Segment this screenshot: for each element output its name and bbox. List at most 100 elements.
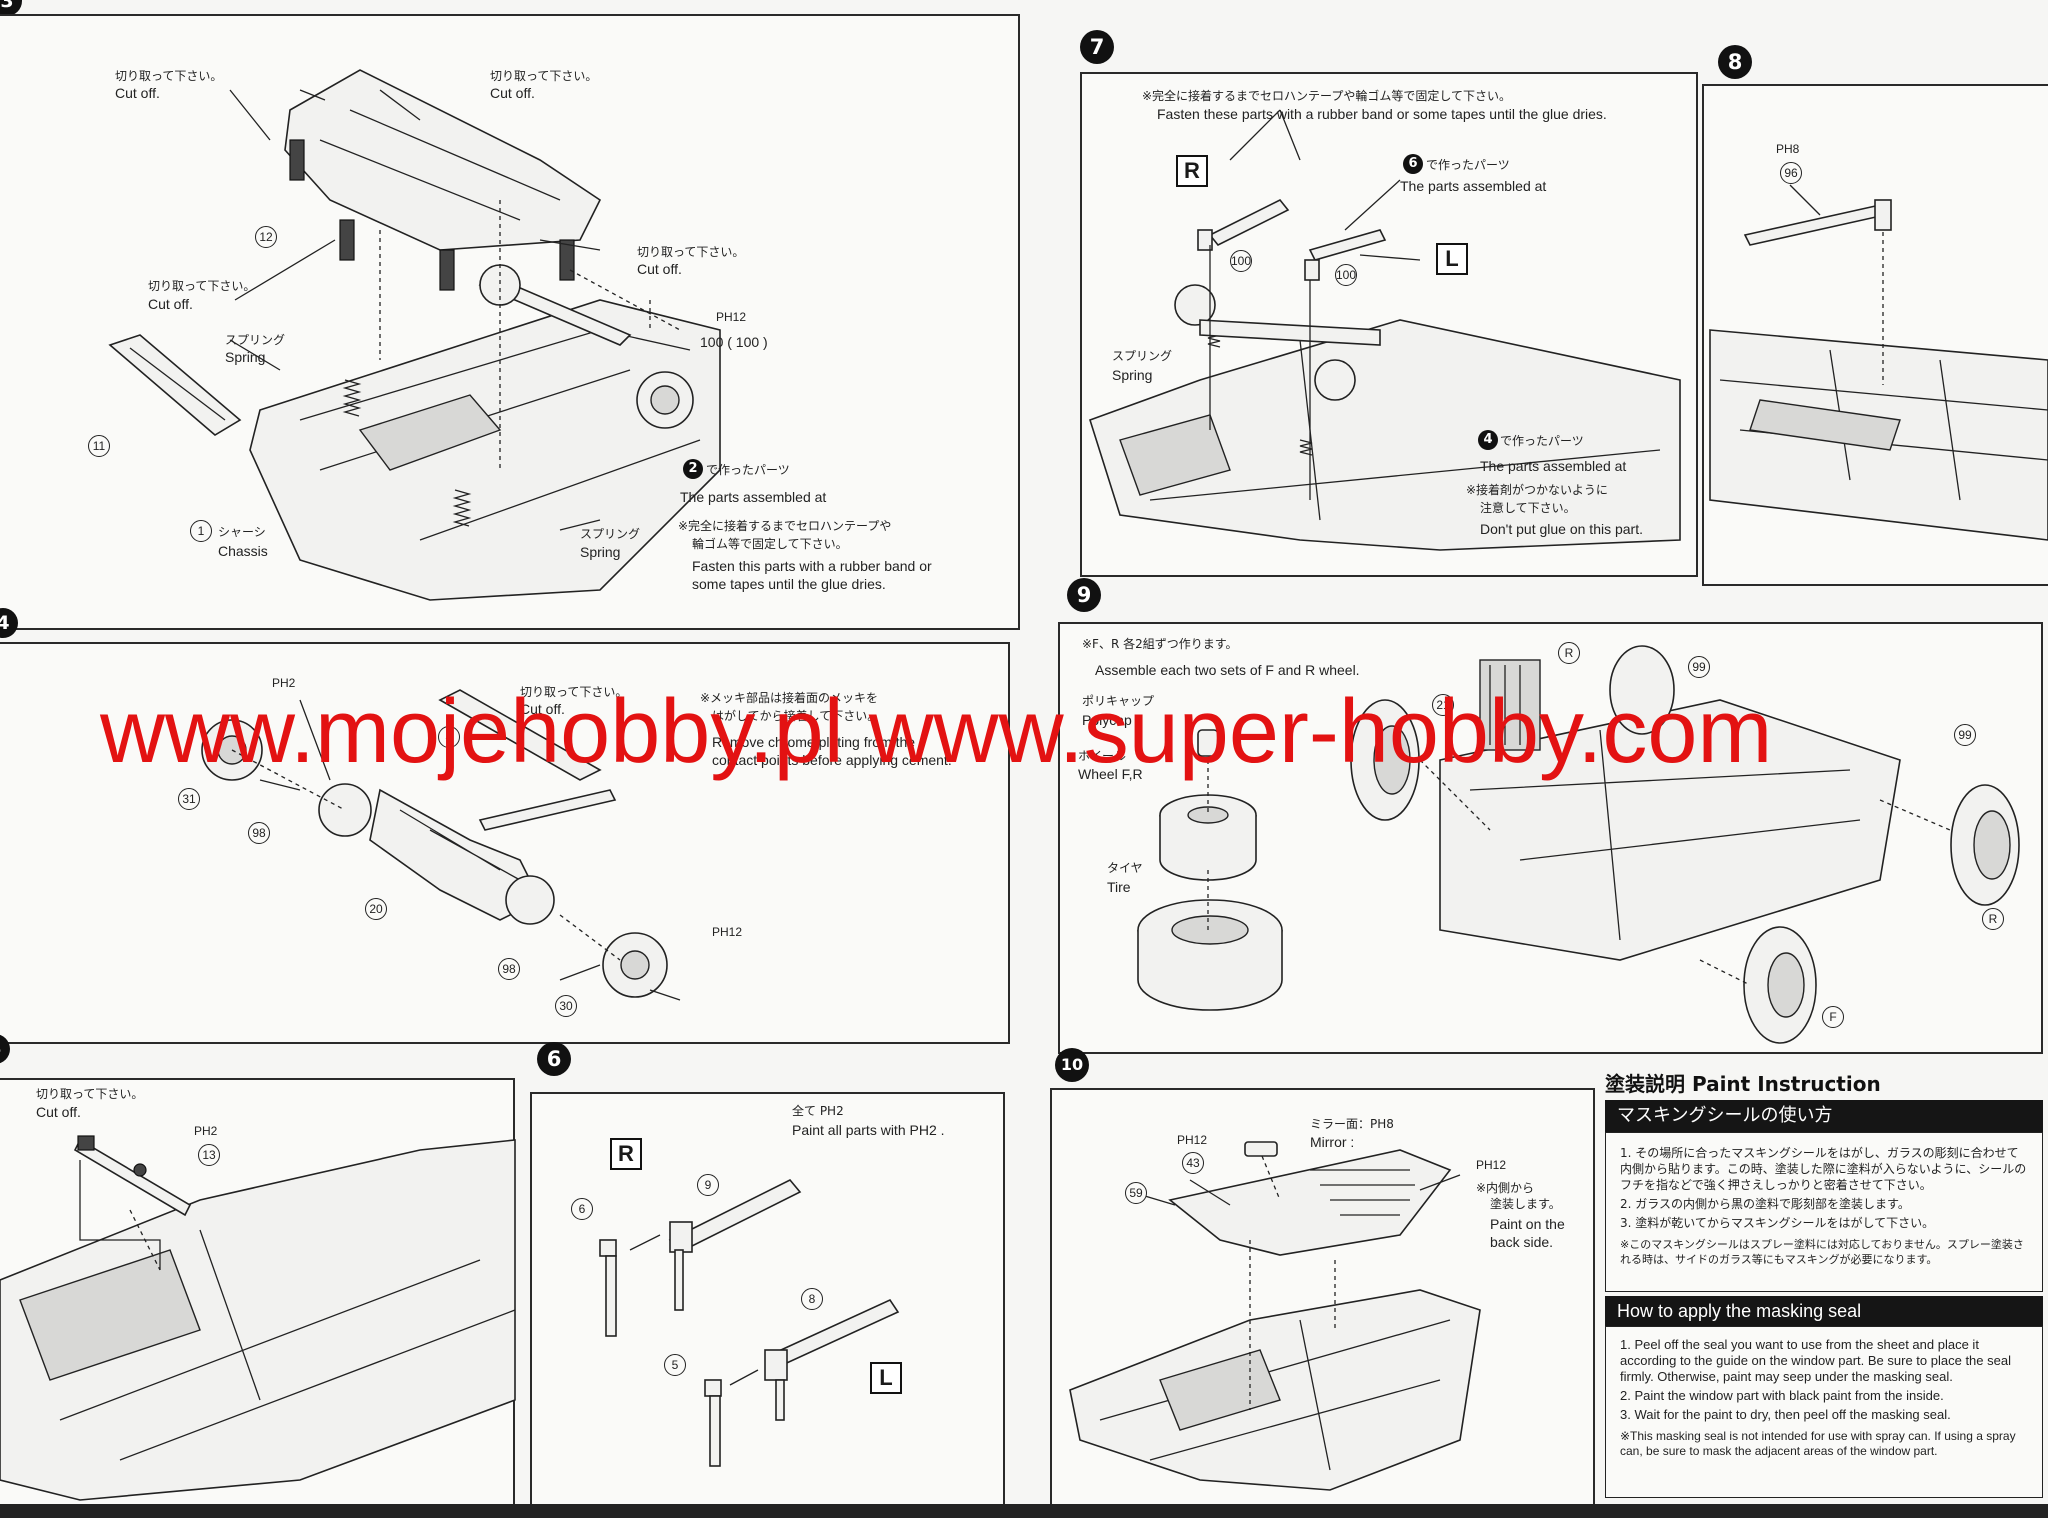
s10-ref-59: 59: [1125, 1182, 1147, 1204]
watermark-text: www.mojehobby.pl www.super-hobby.com: [100, 682, 1773, 782]
s3-fasten-jp-2: 輪ゴム等で固定して下さい。: [692, 537, 848, 551]
s9-ref-f: F: [1822, 1006, 1844, 1028]
s9-ref-21: 21: [1432, 694, 1454, 716]
s7-noglue-jp-2: 注意して下さい。: [1480, 501, 1576, 515]
step-7-drawing: [1089, 109, 1681, 551]
s5-cut-en: Cut off.: [36, 1104, 81, 1120]
s7-made4-ref: 4: [1478, 430, 1498, 450]
s6-label-r: R: [610, 1138, 642, 1170]
s7-made6-jp: で作ったパーツ: [1426, 158, 1510, 172]
step-8-number: 8: [1718, 45, 1752, 79]
s6-ref-8: 8: [801, 1288, 823, 1310]
s7-made6-en: The parts assembled at: [1400, 178, 1547, 194]
s9-ref-r2: R: [1982, 908, 2004, 930]
s4-ref-4: 4: [438, 726, 460, 748]
s10-mirror-en: Mirror :: [1310, 1134, 1355, 1150]
s3-spring-en-1: Spring: [225, 349, 266, 365]
s3-assembled-ref: 2: [683, 459, 703, 479]
s7-fasten-en: Fasten these parts with a rubber band or…: [1157, 106, 1607, 122]
masking-jp-item-1: 1. その場所に合ったマスキングシールをはがし、ガラスの彫刻に合わせて内側から貼…: [1620, 1146, 2027, 1192]
s7-ref-100b: 100: [1335, 264, 1357, 286]
s7-spring-en: Spring: [1112, 367, 1153, 383]
s3-spring-jp-1: スプリング: [225, 333, 286, 347]
masking-jp-note: ※このマスキングシールはスプレー塗料には対応しておりません。スプレー塗装される時…: [1620, 1238, 2024, 1266]
s3-chassis-en: Chassis: [218, 543, 268, 559]
s4-ref-98a: 98: [248, 822, 270, 844]
masking-jp-item-2: 2. ガラスの内側から黒の塗料で彫刻部を塗装します。: [1620, 1197, 1910, 1211]
s3-cut-jp-3: 切り取って下さい。: [637, 245, 745, 259]
s3-cut-jp-2: 切り取って下さい。: [490, 69, 598, 83]
step-5-drawing: [0, 1135, 516, 1501]
s9-wheel-jp: ホイール: [1078, 749, 1127, 763]
s6-ref-9: 9: [697, 1174, 719, 1196]
step-7-number: 7: [1080, 30, 1114, 64]
s8-paint-code: PH8: [1776, 142, 1800, 156]
s4-plating-en-2: contact points before applying cement.: [712, 752, 952, 768]
s4-paint-code-1: PH2: [272, 676, 296, 690]
s7-label-r: R: [1176, 155, 1208, 187]
s10-back-jp-2: 塗装します。: [1490, 1197, 1561, 1211]
s7-made6-ref: 6: [1403, 154, 1423, 174]
s3-paint-parts: 100 ( 100 ): [700, 334, 768, 350]
masking-en-item-1: 1. Peel off the seal you want to use fro…: [1620, 1337, 2011, 1384]
s3-cut-en-2: Cut off.: [490, 85, 535, 101]
step-9-drawing: [1137, 645, 2020, 1044]
masking-jp-title: マスキングシールの使い方: [1605, 1100, 2043, 1132]
s3-cut-jp-4: 切り取って下さい。: [148, 279, 256, 293]
s7-made4-jp: で作ったパーツ: [1500, 434, 1584, 448]
s3-assembled-en: The parts assembled at: [680, 489, 827, 505]
s10-mirror-jp: ミラー面：PH8: [1310, 1117, 1394, 1131]
s9-wheel-en: Wheel F,R: [1078, 766, 1143, 782]
masking-en-note: ※This masking seal is not intended for u…: [1620, 1429, 2016, 1458]
step-9-number: 9: [1067, 578, 1101, 612]
s3-chassis-jp: シャーシ: [218, 525, 266, 539]
s3-ref-12: 12: [255, 226, 277, 248]
s3-fasten-jp-1: ※完全に接着するまでセロハンテープや: [678, 519, 892, 533]
s3-fasten-en-2: some tapes until the glue dries.: [692, 576, 886, 592]
s5-ref-13: 13: [198, 1144, 220, 1166]
step-4-number: 4: [0, 608, 18, 638]
s3-assembled-jp: で作ったパーツ: [706, 463, 790, 477]
paint-instruction-title: 塗装説明 Paint Instruction: [1605, 1072, 1881, 1096]
s6-ref-5: 5: [664, 1354, 686, 1376]
s9-assemble-en: Assemble each two sets of F and R wheel.: [1095, 662, 1360, 678]
s10-back-jp-1: ※内側から: [1476, 1181, 1535, 1195]
s4-ref-31: 31: [178, 788, 200, 810]
step-10-number: 10: [1055, 1048, 1089, 1082]
s4-ref-30: 30: [555, 995, 577, 1017]
masking-en-item-2: 2. Paint the window part with black pain…: [1620, 1388, 1944, 1403]
s9-tire-jp: タイヤ: [1107, 861, 1143, 875]
s7-noglue-en: Don't put glue on this part.: [1480, 521, 1643, 537]
step-3-drawing: [108, 69, 721, 601]
s3-cut-en-1: Cut off.: [115, 85, 160, 101]
masking-jp-box: 1. その場所に合ったマスキングシールをはがし、ガラスの彫刻に合わせて内側から貼…: [1605, 1132, 2043, 1292]
step-3-number: 3: [0, 0, 22, 16]
s10-paint-43: PH12: [1177, 1133, 1208, 1147]
s4-paint-code-2: PH12: [712, 925, 743, 939]
step-6-drawing: [599, 1179, 900, 1467]
s5-paint-code: PH2: [194, 1124, 218, 1138]
s3-paint-code: PH12: [716, 310, 747, 324]
s3-cut-jp-1: 切り取って下さい。: [115, 69, 223, 83]
masking-en-item-3: 3. Wait for the paint to dry, then peel …: [1620, 1407, 1951, 1422]
s7-ref-100a: 100: [1230, 250, 1252, 272]
step-4-drawing: [201, 689, 681, 1001]
step-10-drawing: [1069, 1141, 1481, 1491]
s9-ref-99a: 99: [1688, 656, 1710, 678]
s8-ref-96: 96: [1780, 162, 1802, 184]
s9-ref-99b: 99: [1954, 724, 1976, 746]
s3-cut-en-4: Cut off.: [148, 296, 193, 312]
s5-cut-jp: 切り取って下さい。: [36, 1087, 144, 1101]
s4-cut-en: Cut off.: [520, 701, 565, 717]
step-5-number: 5: [0, 1034, 10, 1064]
s9-ref-r1: R: [1558, 642, 1580, 664]
s6-paint-all-en: Paint all parts with PH2 .: [792, 1122, 945, 1138]
step-6-number: 6: [537, 1042, 571, 1076]
s3-fasten-en-1: Fasten this parts with a rubber band or: [692, 558, 932, 574]
s6-paint-all-jp: 全て PH2: [792, 1104, 844, 1118]
s4-ref-20: 20: [365, 898, 387, 920]
s7-label-l: L: [1436, 243, 1468, 275]
s10-back-en-2: back side.: [1490, 1234, 1554, 1250]
masking-en-title: How to apply the masking seal: [1605, 1296, 2043, 1326]
s3-ref-11: 11: [88, 435, 110, 457]
